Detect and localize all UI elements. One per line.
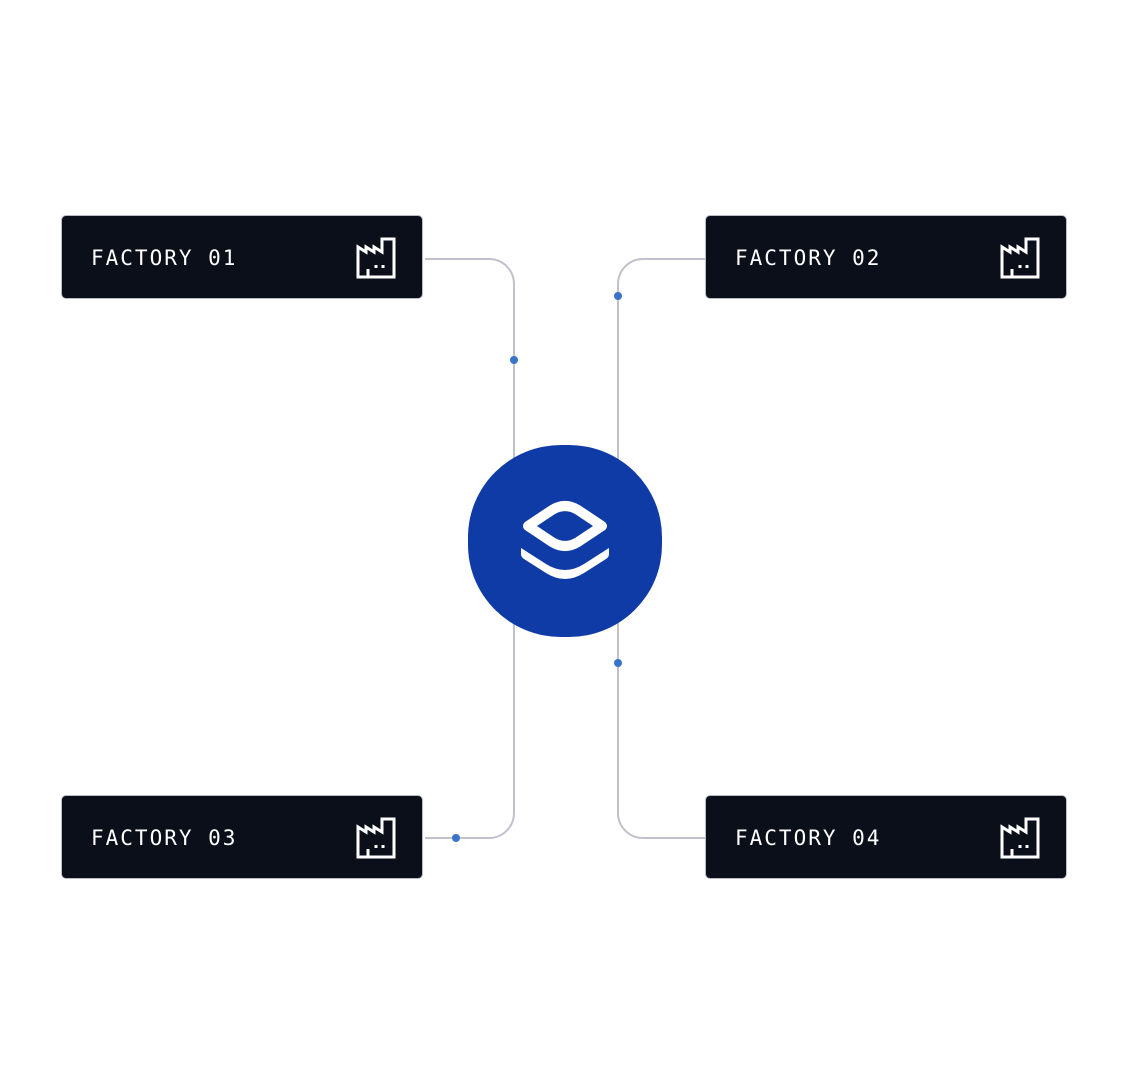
factory-01-card[interactable]: FACTORY 01 (61, 215, 423, 299)
flow-dot (452, 834, 460, 842)
link-factory-03 (425, 620, 515, 839)
flow-dot (614, 292, 622, 300)
factory-02-card[interactable]: FACTORY 02 (705, 215, 1067, 299)
link-factory-04 (617, 620, 705, 839)
factory-icon (356, 237, 396, 279)
factory-label: FACTORY 01 (91, 246, 238, 270)
flow-dot (510, 356, 518, 364)
factory-label: FACTORY 02 (735, 246, 882, 270)
factory-icon (1000, 817, 1040, 859)
factory-label: FACTORY 04 (735, 826, 882, 850)
link-factory-02 (617, 258, 705, 460)
factory-04-card[interactable]: FACTORY 04 (705, 795, 1067, 879)
factory-label: FACTORY 03 (91, 826, 238, 850)
central-hub[interactable] (468, 445, 662, 637)
link-factory-01 (425, 258, 515, 460)
layers-icon (521, 501, 609, 579)
factory-icon (356, 817, 396, 859)
factory-03-card[interactable]: FACTORY 03 (61, 795, 423, 879)
flow-dot (614, 659, 622, 667)
factory-icon (1000, 237, 1040, 279)
